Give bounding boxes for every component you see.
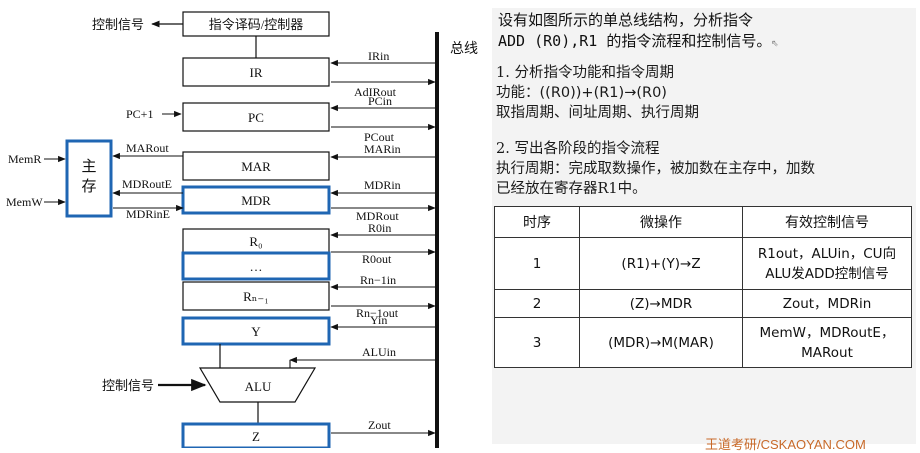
- pc-label: PC: [248, 110, 264, 125]
- ir-label: IR: [250, 65, 263, 80]
- step1-function: 功能：((R0))+(R1)→(R0): [496, 85, 667, 101]
- control-signal-top-label: 控制信号: [92, 17, 144, 32]
- y-label: Y: [251, 324, 261, 339]
- control-signal-alu-label: 控制信号: [102, 378, 154, 393]
- step1-heading: 1. 分析指令功能和指令周期: [496, 65, 674, 81]
- row-seq: 2: [494, 289, 580, 318]
- row-signal-line: R1out，ALUin，CU向: [757, 245, 897, 262]
- mar-label: MAR: [241, 159, 271, 174]
- row-signal-line: ALU发ADD控制信号: [765, 265, 889, 282]
- mouse-cursor-icon: ⇖: [771, 35, 779, 49]
- header-seq: 时序: [494, 206, 580, 238]
- pcout-label: PCout: [364, 130, 395, 144]
- rn1out-label: Rn−1out: [356, 306, 399, 320]
- single-bus-diagram: 总线 指令译码/控制器 控制信号 IR IRin AdIRout PC PC+1…: [6, 11, 478, 448]
- pc-plus1-label: PC+1: [126, 107, 153, 121]
- marout-label: MARout: [126, 141, 169, 155]
- aluin-label: ALUin: [362, 345, 396, 359]
- header-signal: 有效控制信号: [742, 206, 912, 238]
- ellipsis-label: …: [250, 259, 263, 274]
- alu-shape: [198, 367, 317, 403]
- rn1in-label: Rn−1in: [360, 273, 396, 287]
- step2-desc-1: 执行周期：完成取数操作，被加数在主存中，加数: [496, 161, 815, 177]
- rn1-block: [182, 281, 330, 311]
- question-line-2: ADD (R0),R1 的指令流程和控制信号。⇖: [498, 31, 908, 53]
- step2-heading: 2. 写出各阶段的指令流程: [496, 141, 660, 157]
- pc-block: [182, 102, 330, 132]
- row-signal: Zout，MDRin: [742, 289, 912, 318]
- alu-label: ALU: [245, 379, 272, 394]
- memr-label: MemR: [8, 152, 41, 166]
- y-block: [181, 316, 331, 346]
- row-signal: MemW，MDRoutE， MARout: [742, 317, 912, 368]
- decoder-label: 指令译码/控制器: [209, 17, 304, 32]
- r0-label: R₀: [249, 234, 262, 249]
- row-signal-line: MemW，MDRoutE，: [759, 324, 895, 341]
- memory-label-2: 存: [81, 178, 96, 195]
- table-header-row: 时序 微操作 有效控制信号: [494, 206, 912, 238]
- rn1-label: Rₙ₋₁: [243, 289, 269, 304]
- r0out-label: R0out: [362, 252, 392, 266]
- row-seq: 3: [494, 317, 580, 368]
- watermark-text: 王道考研/CSKAOYAN.COM: [705, 437, 866, 452]
- ellipsis-block: [181, 251, 331, 281]
- mdroute-label: MDRoutE: [122, 177, 172, 191]
- row-op: (Z)→MDR: [579, 289, 743, 318]
- z-block: [181, 422, 331, 448]
- question-text: 设有如图所示的单总线结构，分析指令 ADD (R0),R1 的指令流程和控制信号…: [498, 10, 908, 53]
- mdr-label: MDR: [241, 193, 271, 208]
- r0in-label: R0in: [368, 221, 391, 235]
- micro-op-table: 时序 微操作 有效控制信号 1 (R1)+(Y)→Z R1out，ALUin，C…: [494, 206, 912, 368]
- mdrine-label: MDRinE: [126, 207, 170, 221]
- zout-label: Zout: [368, 418, 391, 432]
- row-op: (MDR)→M(MAR): [579, 317, 743, 368]
- mdrin-label: MDRin: [364, 178, 401, 192]
- step1-cycles: 取指周期、间址周期、执行周期: [496, 105, 699, 121]
- memory-label-1: 主: [81, 158, 96, 175]
- row-signal: R1out，ALUin，CU向 ALU发ADD控制信号: [742, 237, 912, 290]
- step2-desc-2: 已经放在寄存器R1中。: [496, 181, 647, 197]
- ir-block: [182, 57, 330, 87]
- table-row: 3 (MDR)→M(MAR) MemW，MDRoutE， MARout: [494, 317, 912, 368]
- mdr-block: [181, 185, 331, 215]
- table-row: 1 (R1)+(Y)→Z R1out，ALUin，CU向 ALU发ADD控制信号: [494, 237, 912, 290]
- question-line-1: 设有如图所示的单总线结构，分析指令: [498, 11, 754, 29]
- mar-block: [182, 151, 330, 181]
- question-panel: 设有如图所示的单总线结构，分析指令 ADD (R0),R1 的指令流程和控制信号…: [492, 8, 916, 444]
- bus-label: 总线: [450, 41, 478, 57]
- memw-label: MemW: [6, 195, 43, 209]
- adirout-label: AdIRout: [354, 85, 397, 99]
- mdrout-label: MDRout: [356, 209, 399, 223]
- z-label: Z: [252, 429, 260, 444]
- memory-block: [65, 139, 113, 218]
- irin-label: IRin: [368, 49, 389, 63]
- marin-label: MARin: [364, 142, 401, 156]
- yin-label: Yin: [370, 313, 387, 327]
- row-signal-line: MARout: [801, 344, 853, 361]
- row-op: (R1)+(Y)→Z: [579, 237, 743, 290]
- question-line-2-text: ADD (R0),R1 的指令流程和控制信号。: [498, 32, 772, 50]
- table-row: 2 (Z)→MDR Zout，MDRin: [494, 289, 912, 318]
- header-op: 微操作: [579, 206, 743, 238]
- pcin-label: PCin: [368, 94, 392, 108]
- r0-block: [182, 228, 330, 254]
- row-seq: 1: [494, 237, 580, 290]
